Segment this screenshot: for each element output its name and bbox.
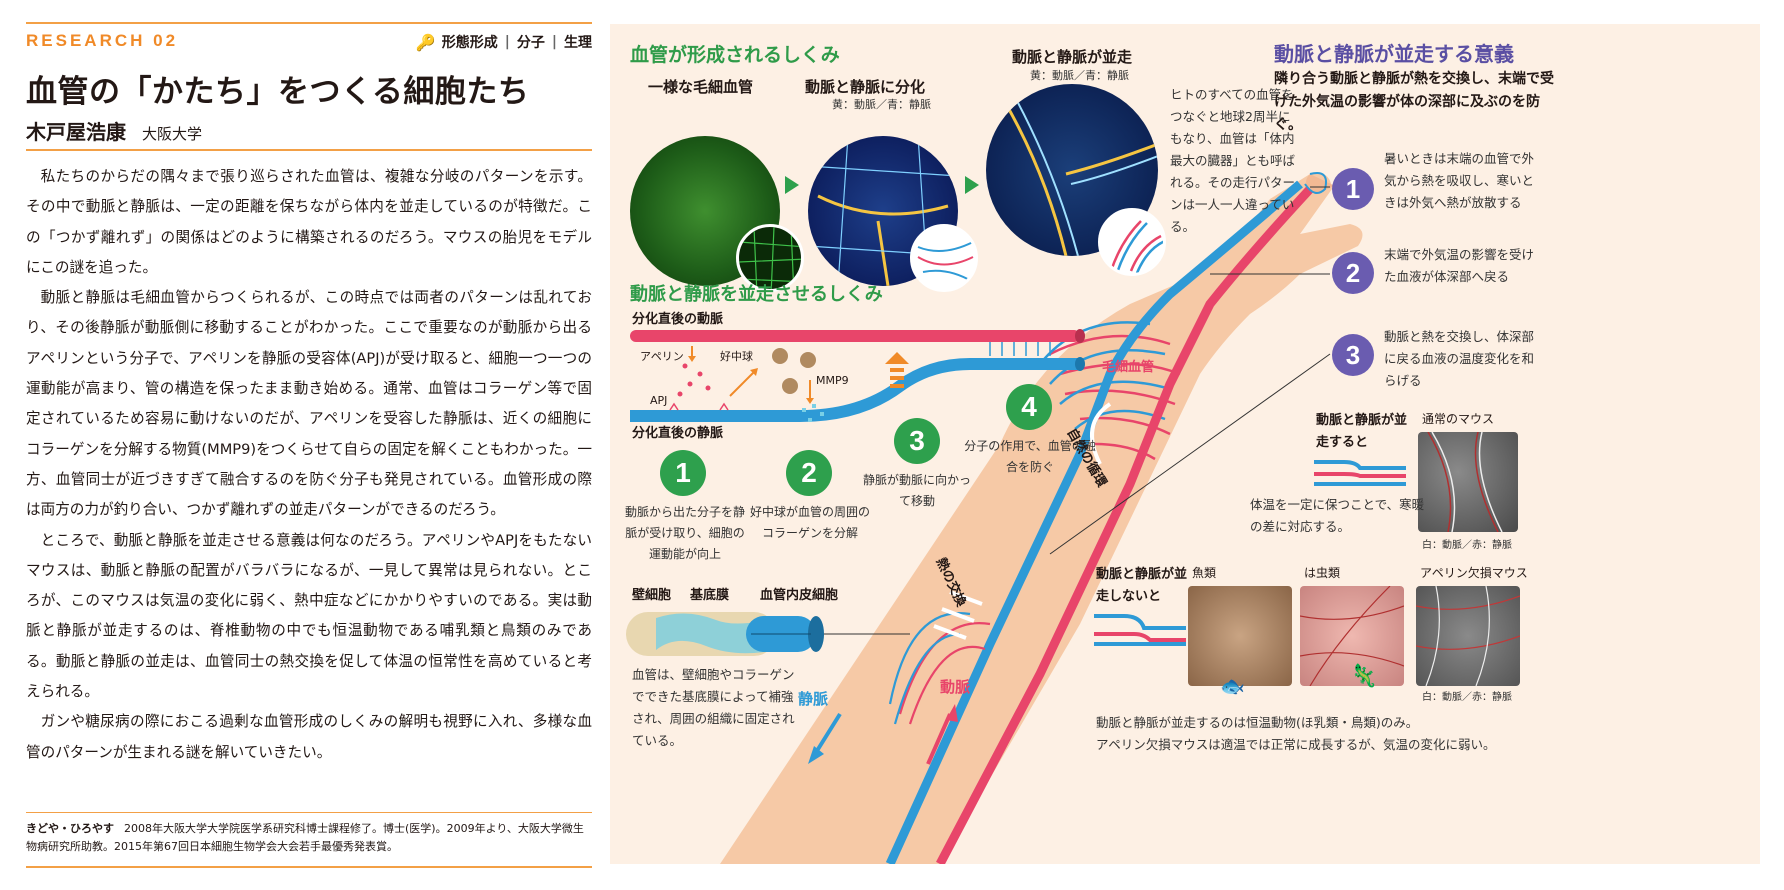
- tag-item: 形態形成: [441, 35, 498, 51]
- apj-label: APJ: [650, 394, 668, 407]
- apelin-mouse-photo: [1416, 586, 1520, 686]
- mechanism-title: 動脈と静脈を並走させるしくみ: [630, 284, 883, 305]
- paragraph: ところで、動脈と静脈を並走させる意義は何なのだろう。アペリンやAPJをもたないマ…: [26, 531, 592, 701]
- pericyte-label: 壁細胞: [632, 588, 672, 603]
- point-number: 3: [1332, 334, 1374, 376]
- vessel-text: 血管は、壁細胞やコラーゲンでできた基底膜によって補強され、周囲の組織に固定されて…: [632, 667, 795, 748]
- capillary-label: 毛細血管: [1102, 360, 1155, 375]
- legend-white-red: 白：動脈／赤：静脈: [1422, 540, 1512, 551]
- vessel-fact-note: ヒトのすべての血管をつなぐと地球2周半にもなり、血管は「体内最大の臓器」とも呼ば…: [1170, 87, 1296, 234]
- mmp9-label: MMP9: [816, 374, 849, 387]
- stage2-legend: 黄：動脈／青：静脈: [832, 98, 931, 111]
- endothelium-label: 血管内皮細胞: [760, 588, 839, 603]
- paragraph: 私たちのからだの隅々まで張り巡らされた血管は、複雑な分岐のパターンを示す。その中…: [26, 168, 592, 276]
- parallel-detail: [1098, 208, 1166, 276]
- fish-icon: 🐟: [1220, 674, 1245, 698]
- article-column: RESEARCH 02 🔑 形態形成 | 分子 | 生理 血管の「かたち」をつく…: [26, 22, 592, 868]
- divider: [26, 149, 592, 151]
- stage1-label: 一様な毛細血管: [648, 78, 754, 96]
- point-number: 1: [1332, 168, 1374, 210]
- parallel-text: 体温を一定に保つことで、寒暖の差に対応する。: [1250, 497, 1425, 534]
- author-name: 木戸屋浩康: [26, 120, 126, 144]
- tag-item: 分子: [516, 35, 545, 51]
- point-text: 暑いときは末端の血管で外気から熱を吸収し、寒いときは外気へ熱が放散する: [1384, 151, 1535, 210]
- step-number: 4: [1006, 384, 1052, 430]
- point-text: 動脈と熱を交換し、体深部に戻る血液の温度変化を和らげる: [1384, 329, 1535, 388]
- reptile-label: は虫類: [1304, 566, 1341, 580]
- stage3-label: 動脈と静脈が並走: [1012, 48, 1133, 66]
- nonparallel-icon: [1094, 614, 1186, 646]
- neutrophil-label: 好中球: [720, 350, 753, 363]
- footer-line: アペリン欠損マウスは適温では正常に成長するが、気温の変化に弱い。: [1096, 737, 1496, 752]
- step-text: 分子の作用で、血管の融合を防ぐ: [964, 439, 1096, 474]
- mechanism-diagram: [630, 329, 1085, 422]
- normal-mouse-label: 通常のマウス: [1422, 412, 1495, 426]
- parallel-label: 動脈と静脈が並走すると: [1316, 413, 1408, 450]
- vessel-tube: [626, 612, 824, 656]
- significance-summary: 隣り合う動脈と静脈が熱を交換し、末端で受けた外気温の影響が体の深部に及ぶのを防ぐ…: [1274, 71, 1554, 133]
- tag-list: 🔑 形態形成 | 分子 | 生理: [416, 32, 592, 52]
- capillary-detail: [736, 224, 804, 292]
- point-number: 2: [1332, 252, 1374, 294]
- divider: [26, 812, 592, 813]
- infographic-panel: 血管が形成されるしくみ 一様な毛細血管 動脈と静脈に分化 黄：動脈／青：静脈 動…: [610, 24, 1760, 864]
- apelin-mouse-label: アペリン欠損マウス: [1420, 566, 1528, 580]
- byline: 木戸屋浩康大阪大学: [26, 116, 202, 145]
- article-title: 血管の「かたち」をつくる細胞たち: [26, 74, 530, 110]
- bio-text: 2008年大阪大学大学院医学系研究科博士課程修了。博士(医学)。2009年より、…: [26, 822, 584, 853]
- step-number: 2: [786, 450, 832, 496]
- tag-separator: |: [551, 34, 557, 50]
- fish-photo: [1188, 586, 1292, 686]
- significance-title: 動脈と静脈が並走する意義: [1274, 42, 1514, 66]
- paragraph: ガンや糖尿病の際におこる過剰な血管形成のしくみの解明も視野に入れ、多様な血管のパ…: [26, 713, 592, 761]
- nonparallel-label: 動脈と静脈が並走しないと: [1096, 567, 1188, 604]
- key-icon: 🔑: [415, 32, 436, 52]
- reptile-photo: [1300, 586, 1404, 686]
- normal-mouse-photo: [1418, 432, 1518, 532]
- artery-label: 分化直後の動脈: [632, 312, 724, 327]
- tag-item: 生理: [564, 35, 592, 51]
- legend-white-red: 白：動脈／赤：静脈: [1422, 692, 1512, 703]
- affiliation: 大阪大学: [142, 125, 203, 143]
- formation-title: 血管が形成されるしくみ: [630, 44, 840, 66]
- fish-label: 魚類: [1192, 566, 1217, 580]
- research-label: RESEARCH 02: [26, 31, 179, 50]
- vein-arm-label: 静脈: [798, 690, 829, 708]
- bio-name: きどや・ひろやす: [26, 822, 114, 835]
- bottom-rule: [26, 866, 592, 868]
- apelin-label: アペリン: [640, 350, 684, 363]
- step-text: 静脈が動脈に向かって移動: [862, 473, 971, 508]
- lizard-icon: 🦎: [1350, 664, 1378, 689]
- arrow-icon: [785, 176, 799, 194]
- stage3-legend: 黄：動脈／青：静脈: [1030, 69, 1129, 82]
- step-text: 好中球が血管の周囲のコラーゲンを分解: [750, 505, 871, 540]
- differentiation-detail: [910, 224, 978, 292]
- vein-label: 分化直後の静脈: [632, 426, 724, 441]
- footer-line: 動脈と静脈が並走するのは恒温動物(ほ乳類・鳥類)のみ。: [1096, 715, 1419, 730]
- stage2-label: 動脈と静脈に分化: [805, 78, 926, 96]
- tag-separator: |: [504, 34, 510, 50]
- paragraph: 動脈と静脈は毛細血管からつくられるが、この時点では両者のパターンは乱れており、そ…: [26, 289, 592, 519]
- point-text: 末端で外気温の影響を受けた血液が体深部へ戻る: [1384, 247, 1535, 284]
- step-number: 1: [660, 450, 706, 496]
- step-text: 動脈から出た分子を静脈が受け取り、細胞の運動能が向上: [624, 505, 745, 561]
- basement-label: 基底膜: [690, 588, 730, 603]
- arrow-icon: [965, 176, 979, 194]
- artery-arm-label: 動脈: [940, 678, 971, 696]
- arm-illustration: [720, 172, 1363, 864]
- parallel-icon: [1314, 460, 1406, 486]
- article-body: 私たちのからだの隅々まで張り巡らされた血管は、複雑な分岐のパターンを示す。その中…: [26, 162, 592, 768]
- step-number: 3: [894, 418, 940, 464]
- top-rule: [26, 22, 592, 24]
